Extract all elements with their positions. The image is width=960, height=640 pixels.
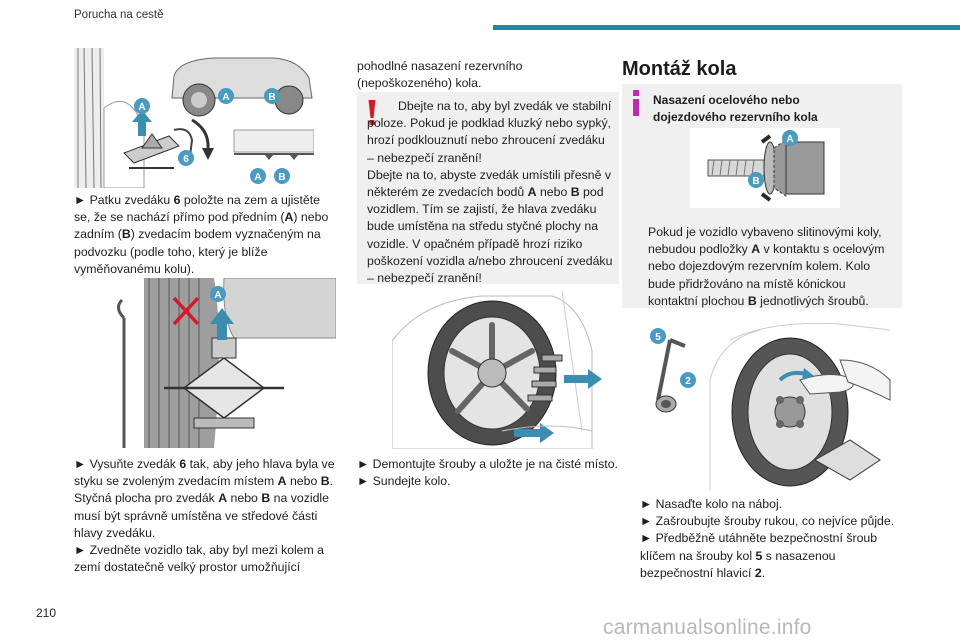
figure-jack-placement: A A B 6 A B (74, 48, 314, 188)
label-b: B (268, 92, 275, 103)
label-b: B (752, 176, 759, 187)
warning-icon (368, 100, 376, 125)
page-number: 210 (36, 606, 57, 620)
warning-text: Dbejte na to, aby byl zvedák ve stabilní… (367, 99, 613, 286)
col2-paragraph-1: pohodlné nasazení rezervního (nepoškozen… (357, 59, 523, 91)
header-title: Porucha na cestě (74, 9, 164, 21)
label-a: A (254, 172, 261, 183)
info-box: Nasazení ocelového nebo dojezdového reze… (622, 84, 902, 308)
label-6: 6 (183, 154, 189, 165)
col1-paragraph-2: ► Vysuňte zvedák 6 tak, aby jeho hlava b… (74, 457, 335, 575)
label-a: A (222, 92, 229, 103)
warning-box: Dbejte na to, aby byl zvedák ve stabilní… (357, 92, 619, 286)
label-a: A (138, 102, 145, 113)
col1-paragraph-1: ► Patku zvedáku 6 položte na zem a ujist… (74, 193, 329, 276)
info-text: Pokud je vozidlo vybaveno slitinovými ko… (648, 225, 885, 308)
label-5: 5 (655, 332, 661, 343)
info-icon (633, 90, 639, 116)
col3-paragraph-1: ► Nasaďte kolo na náboj.► Zašroubujte šr… (640, 497, 895, 580)
label-b: B (278, 172, 285, 183)
watermark: carmanualsonline.info (603, 616, 812, 639)
figure-bolt-washer: A B (690, 128, 840, 208)
label-a: A (214, 290, 221, 301)
section-heading: Montáž kola (622, 58, 737, 80)
figure-jack-raise: A (74, 278, 336, 448)
info-title: Nasazení ocelového nebo dojezdového reze… (653, 93, 818, 125)
header-rule (493, 25, 960, 30)
label-a: A (786, 134, 793, 145)
col2-paragraph-2: ► Demontujte šrouby a uložte je na čisté… (357, 457, 618, 489)
label-2: 2 (685, 376, 691, 387)
figure-remove-bolts (392, 291, 612, 449)
figure-mount-wheel: 5 2 (640, 320, 902, 490)
